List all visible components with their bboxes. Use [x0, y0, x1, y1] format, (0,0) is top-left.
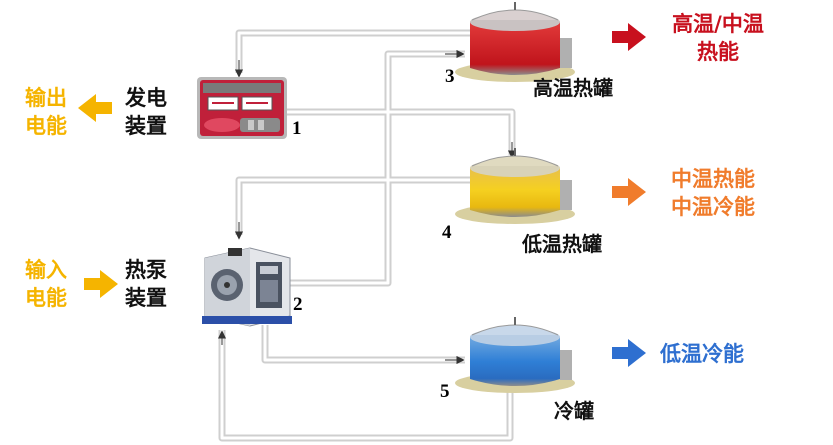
high-temp-tank	[455, 2, 575, 82]
pipe-generator-to-low	[275, 108, 516, 155]
generator-label-line2: 装置	[125, 114, 167, 138]
cold-output-label: 低温冷能	[660, 342, 744, 366]
input-electricity-label: 输入 电能	[25, 256, 67, 312]
input-electricity-line2: 电能	[25, 286, 67, 310]
cold-tank-label: 冷罐	[554, 399, 594, 423]
low-temp-tank-label: 低温热罐	[522, 232, 602, 256]
cold-tank-number: 5	[440, 381, 450, 402]
low-temp-output-line2: 中温冷能	[671, 195, 755, 219]
output-electricity-label: 输出 电能	[25, 84, 67, 140]
heat-pump-number: 2	[293, 294, 303, 315]
output-electricity-line1: 输出	[25, 86, 67, 110]
output-electricity-line2: 电能	[25, 114, 67, 138]
generator-number: 1	[292, 118, 302, 139]
heat-pump-device	[202, 247, 292, 327]
low-temp-tank	[455, 148, 575, 224]
mid-heat-arrow	[612, 178, 646, 206]
generator-device	[197, 77, 287, 139]
high-heat-arrow	[612, 23, 646, 51]
cold-energy-arrow	[612, 339, 646, 367]
pipes	[217, 29, 517, 442]
heat-pump-label-line2: 装置	[125, 286, 167, 310]
pipe-low-to-heatpump	[235, 176, 470, 235]
heat-pump-label-line1: 热泵	[125, 258, 167, 282]
high-temp-tank-label: 高温热罐	[533, 76, 613, 100]
heat-pump-label: 热泵 装置	[125, 256, 167, 312]
generator-label-line1: 发电	[125, 86, 167, 110]
output-electric-arrow	[78, 94, 112, 122]
pipe-heatpump-to-high	[290, 50, 465, 287]
energy-arrows	[78, 23, 646, 367]
cold-tank	[455, 317, 575, 393]
low-temp-output-line1: 中温热能	[671, 167, 755, 191]
low-temp-output-label: 中温热能 中温冷能	[658, 165, 768, 221]
high-temp-output-label: 高温/中温 热能	[658, 10, 778, 66]
high-temp-output-line2: 热能	[697, 40, 739, 64]
low-temp-tank-number: 4	[442, 222, 452, 243]
input-electricity-line1: 输入	[25, 258, 67, 282]
input-electric-arrow	[84, 270, 118, 298]
pipe-heatpump-to-cold	[261, 325, 465, 364]
high-temp-tank-number: 3	[445, 66, 455, 87]
high-temp-output-line1: 高温/中温	[672, 12, 764, 36]
generator-label: 发电 装置	[125, 84, 167, 140]
